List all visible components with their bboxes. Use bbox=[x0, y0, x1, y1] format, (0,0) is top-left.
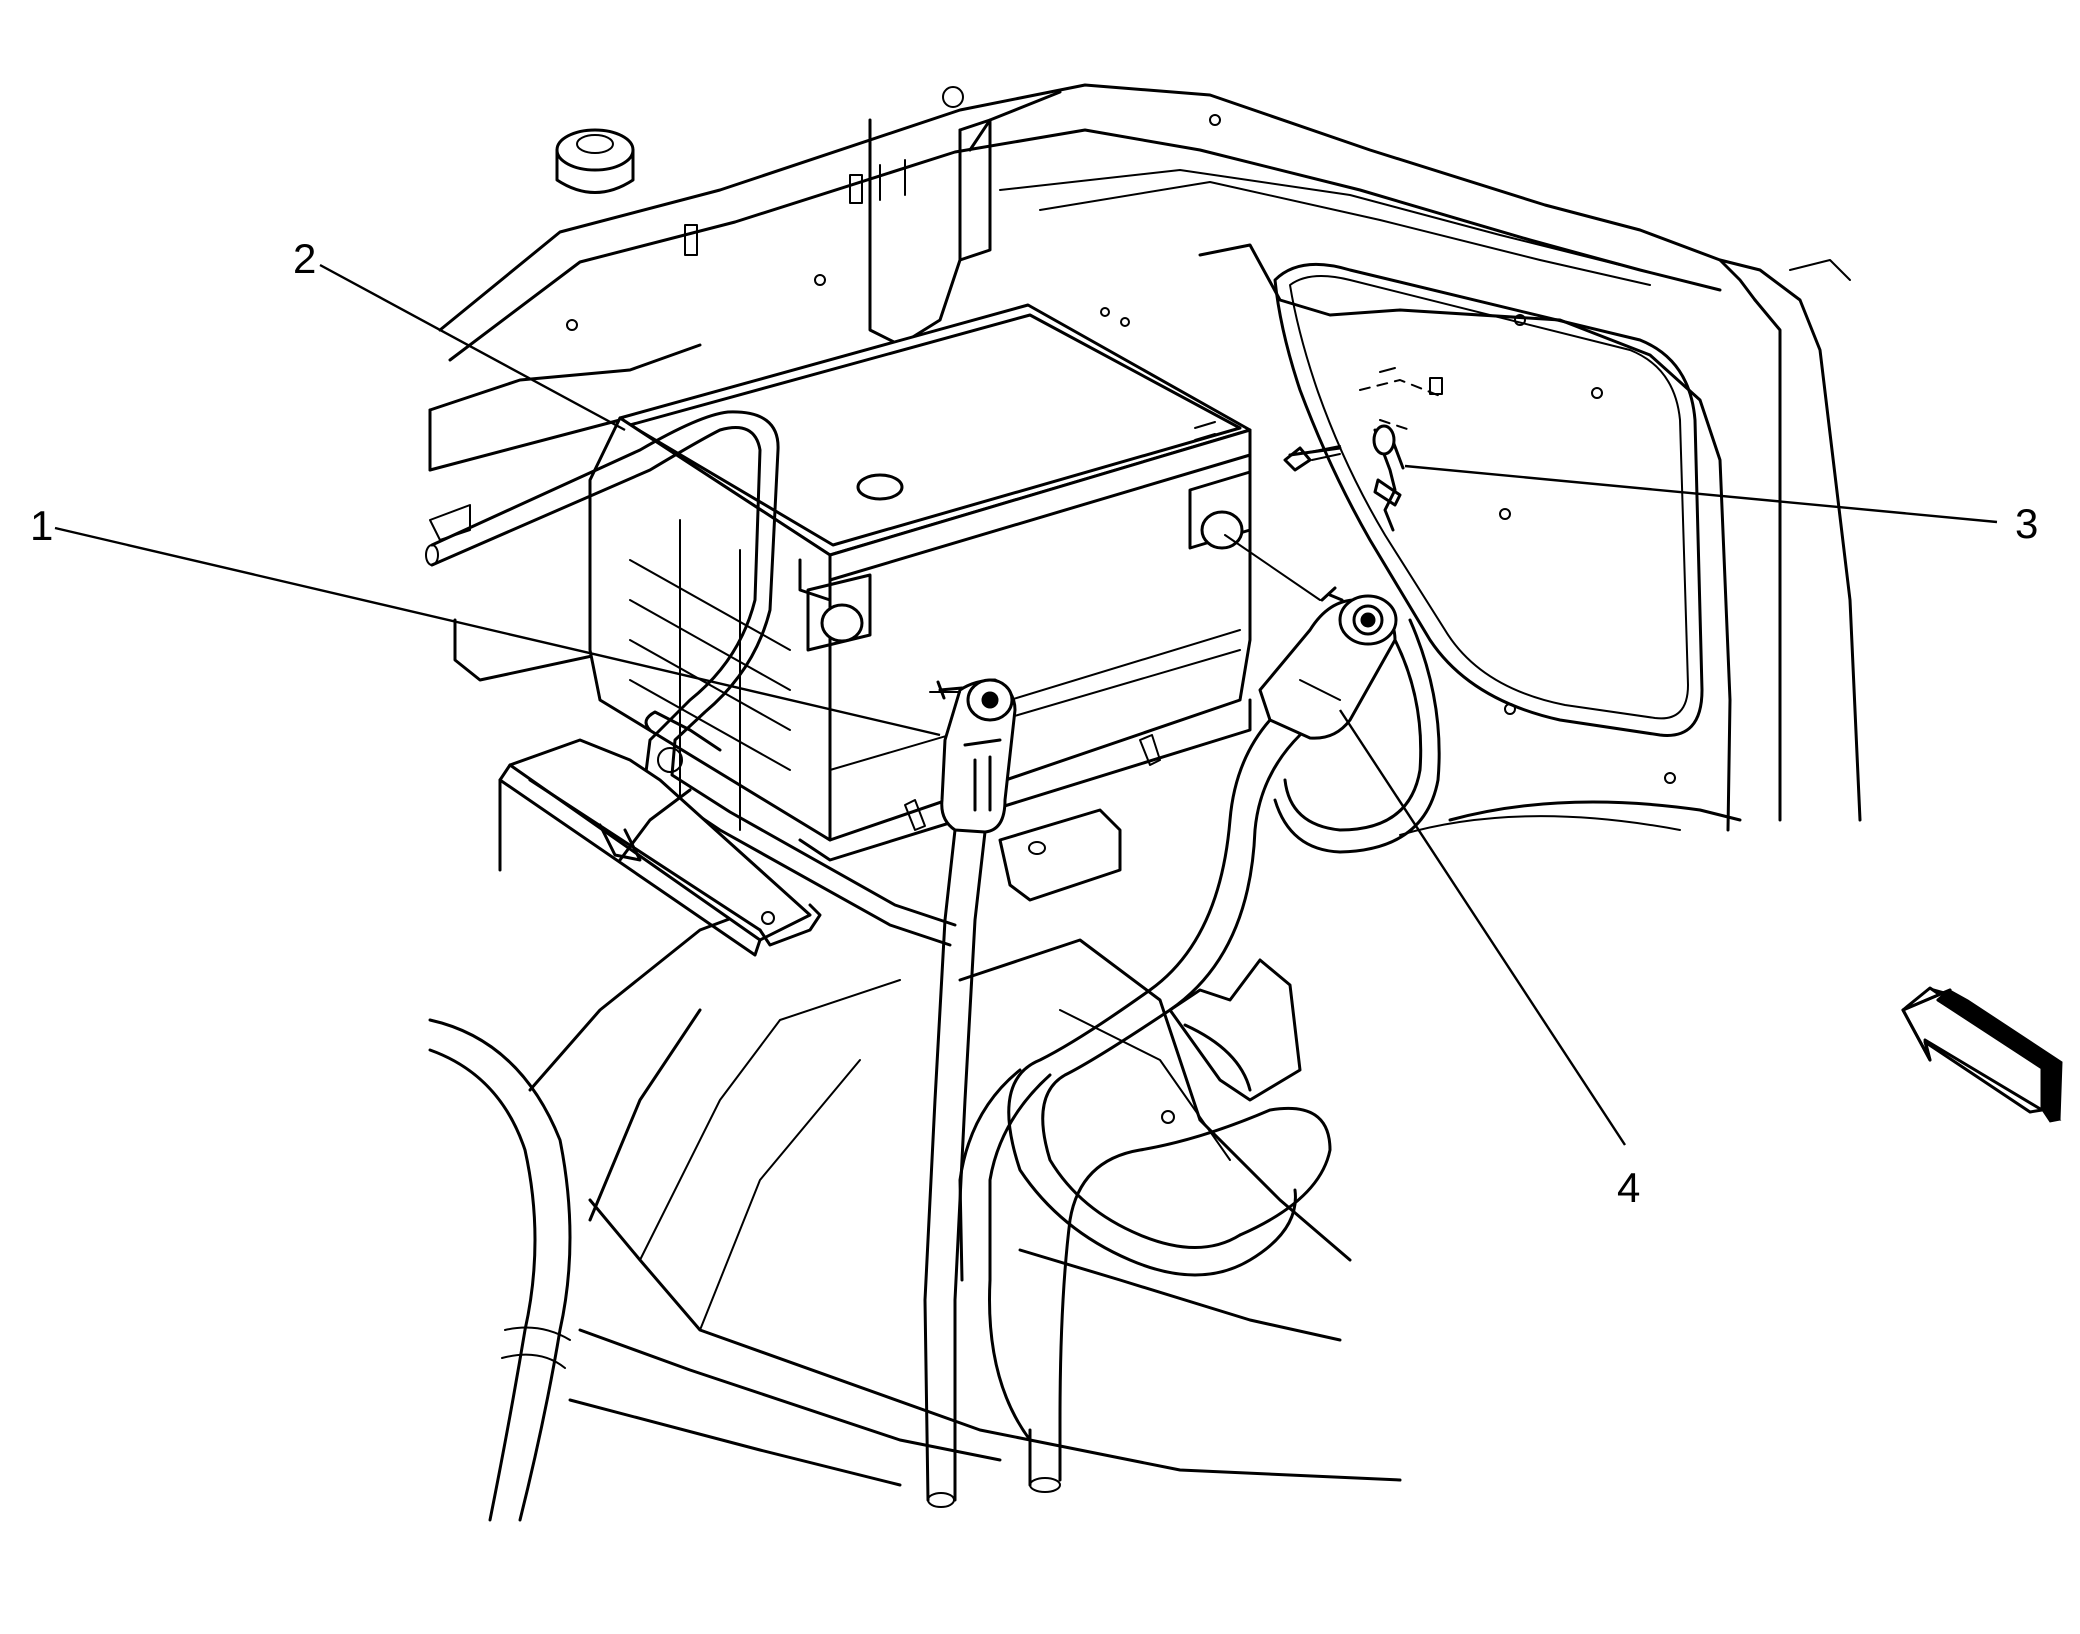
callout-2: 2 bbox=[293, 235, 316, 282]
battery bbox=[588, 303, 1252, 902]
battery-vent-tube bbox=[425, 410, 957, 947]
callout-4: 4 bbox=[1617, 1164, 1640, 1211]
leader-line-2 bbox=[319, 263, 626, 432]
ground-strap bbox=[1283, 367, 1446, 532]
battery-tray-bracket bbox=[498, 738, 822, 957]
radiator-support-structure bbox=[428, 83, 1862, 1522]
leader-line-1 bbox=[54, 526, 941, 737]
callout-1: 1 bbox=[30, 502, 53, 549]
leader-lines bbox=[54, 263, 1998, 1146]
view-direction-arrow-icon bbox=[1901, 986, 2063, 1123]
callout-3: 3 bbox=[2015, 500, 2038, 547]
negative-battery-cable bbox=[644, 678, 1017, 1508]
leader-line-4 bbox=[1338, 709, 1627, 1146]
positive-battery-cable bbox=[958, 534, 1441, 1493]
leader-line-3 bbox=[1404, 464, 1998, 524]
